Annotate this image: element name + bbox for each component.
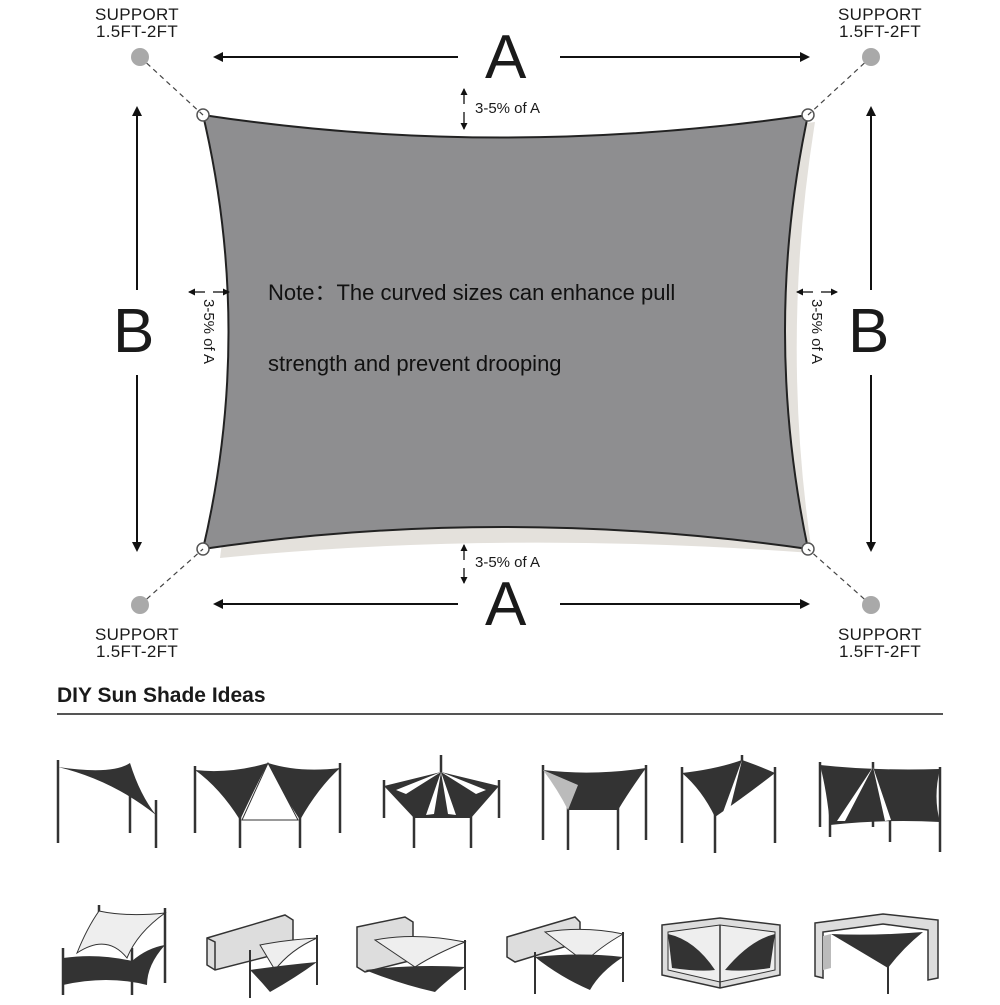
- ideas-section-title: DIY Sun Shade Ideas: [57, 684, 266, 707]
- support-tie-line: [807, 548, 872, 606]
- support-post-dot: [862, 48, 880, 66]
- support-tie-line: [139, 56, 204, 116]
- note-line-2: strength and prevent drooping: [268, 351, 562, 376]
- curve-depth-label-right: 3-5% of A: [808, 299, 825, 365]
- support-tie-line: [807, 56, 872, 116]
- curve-depth-label-top: 3-5% of A: [475, 100, 541, 117]
- support-label-line2: 1.5FT-2FT: [95, 22, 179, 41]
- support-label-line1: SUPPORT: [838, 5, 922, 24]
- support-label-bottom-left: SUPPORT 1.5FT-2FT: [67, 626, 207, 660]
- wall-corner-sail-icon: [355, 912, 475, 1002]
- note-line-1: Note：The curved sizes can enhance pull: [268, 280, 676, 305]
- shade-sail-drawing: [131, 48, 880, 614]
- square-sail-with-light-triangle-icon: [538, 760, 653, 860]
- enclosed-courtyard-sail-icon: [660, 910, 785, 1000]
- support-post-dot: [862, 596, 880, 614]
- support-label-line1: SUPPORT: [838, 625, 922, 644]
- support-post-dot: [131, 48, 149, 66]
- overlapping-triangle-sails-icon: [57, 903, 172, 1003]
- support-label-bottom-right: SUPPORT 1.5FT-2FT: [810, 626, 950, 660]
- dimension-a-label-bottom: A: [485, 570, 527, 639]
- fence-corner-sail-icon: [505, 912, 630, 1002]
- triangle-sail-icon: [52, 755, 162, 855]
- wide-rectangle-sail-icon: [815, 757, 945, 860]
- support-label-top-left: SUPPORT 1.5FT-2FT: [67, 6, 207, 40]
- support-post-dot: [131, 596, 149, 614]
- diamond-sail-icon: [677, 755, 782, 860]
- section-divider: [57, 713, 943, 715]
- shade-sail-dimension-diagram: SUPPORT 1.5FT-2FT SUPPORT 1.5FT-2FT SUPP…: [67, 6, 950, 660]
- support-label-line2: 1.5FT-2FT: [95, 642, 179, 661]
- support-label-line2: 1.5FT-2FT: [838, 642, 922, 661]
- support-label-line2: 1.5FT-2FT: [838, 22, 922, 41]
- support-label-top-right: SUPPORT 1.5FT-2FT: [810, 6, 950, 40]
- hexagon-umbrella-sail-icon: [376, 750, 506, 860]
- curve-depth-label-bottom: 3-5% of A: [475, 554, 541, 571]
- support-label-line1: SUPPORT: [95, 5, 179, 24]
- double-triangle-sail-icon: [190, 758, 345, 858]
- dimension-b-label-right: B: [848, 297, 890, 366]
- dimension-a-label-top: A: [485, 23, 527, 92]
- sail-fabric: [201, 113, 810, 551]
- dimension-b-label-left: B: [113, 297, 155, 366]
- wall-mounted-sail-icon: [205, 910, 325, 1005]
- support-label-line1: SUPPORT: [95, 625, 179, 644]
- support-tie-line: [139, 548, 204, 606]
- walled-corner-shade-icon: [813, 908, 943, 1001]
- curve-depth-label-left: 3-5% of A: [200, 299, 217, 365]
